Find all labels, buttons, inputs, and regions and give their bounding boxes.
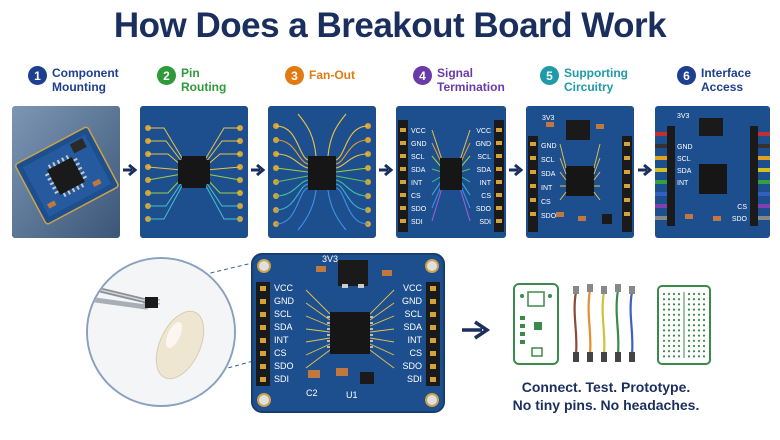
p4-left-pin-scl: SCL bbox=[411, 154, 425, 161]
tagline-line-1: Connect. Test. Prototype. bbox=[521, 379, 691, 395]
step-6-number: 6 bbox=[677, 66, 696, 85]
p4-right-pin-int: INT bbox=[480, 180, 492, 187]
step-arrow-2-icon bbox=[251, 163, 266, 177]
p6-right-pin-sdo: SDO bbox=[732, 216, 748, 223]
main-left-pin-gnd: GND bbox=[274, 296, 295, 306]
step-5-number: 5 bbox=[540, 66, 559, 85]
p4-right-pin-sda: SDA bbox=[477, 167, 492, 174]
main-right-pin-vcc: VCC bbox=[403, 283, 423, 293]
step-2-text: Pin Routing bbox=[181, 66, 227, 94]
p6-label-3v3: 3V3 bbox=[677, 113, 690, 120]
p5-left-pin-cs: CS bbox=[541, 199, 551, 206]
main-right-pin-cs: CS bbox=[409, 348, 422, 358]
step-4-text: Signal Termination bbox=[437, 66, 505, 94]
tagline-line-2: No tiny pins. No headaches. bbox=[512, 397, 700, 413]
step-5-label: 5 Supporting Circuitry bbox=[540, 66, 628, 94]
step-4-label: 4 Signal Termination bbox=[413, 66, 505, 94]
main-left-pin-sdi: SDI bbox=[274, 374, 289, 384]
main-left-pin-int: INT bbox=[274, 335, 289, 345]
step-3-label: 3 Fan-Out bbox=[285, 66, 355, 85]
step-6-text: Interface Access bbox=[701, 66, 752, 94]
main-label-u1: U1 bbox=[346, 390, 358, 400]
tiny-chip-icon bbox=[145, 297, 158, 308]
breakout-outline-icon bbox=[513, 283, 559, 365]
step-arrow-4-icon bbox=[509, 163, 524, 177]
step-3-text: Fan-Out bbox=[309, 68, 355, 82]
p4-left-pin-cs: CS bbox=[411, 193, 421, 200]
step-arrow-5-icon bbox=[638, 163, 653, 177]
panel-pin-routing bbox=[140, 106, 248, 238]
p4-right-pin-sdo: SDO bbox=[476, 206, 492, 213]
main-left-pin-cs: CS bbox=[274, 348, 287, 358]
main-label-c2: C2 bbox=[306, 388, 318, 398]
main-right-pin-sdi: SDI bbox=[407, 374, 422, 384]
step-5-text: Supporting Circuitry bbox=[564, 66, 628, 94]
zoom-tiny-chip-circle bbox=[86, 257, 236, 407]
main-right-pin-sda: SDA bbox=[403, 322, 422, 332]
p4-right-pin-cs: CS bbox=[481, 193, 491, 200]
p6-left-pin-gnd: GND bbox=[677, 144, 693, 151]
p4-left-pin-sdi: SDI bbox=[411, 219, 423, 226]
p4-left-pin-gnd: GND bbox=[411, 141, 427, 148]
panel-supporting-circuitry: 3V3 GND SCL SDA INT CS SDO bbox=[526, 106, 634, 238]
p6-left-pin-int: INT bbox=[677, 180, 689, 187]
main-right-pin-int: INT bbox=[408, 335, 423, 345]
step-6-label: 6 Interface Access bbox=[677, 66, 751, 94]
step-arrow-1-icon bbox=[123, 163, 138, 177]
p4-right-pin-sdi: SDI bbox=[479, 219, 491, 226]
main-left-pin-sdo: SDO bbox=[274, 361, 294, 371]
step-2-number: 2 bbox=[157, 66, 176, 85]
main-right-pin-scl: SCL bbox=[404, 309, 422, 319]
main-left-pin-sda: SDA bbox=[274, 322, 293, 332]
p5-left-pin-int: INT bbox=[541, 185, 553, 192]
main-label-3v3: 3V3 bbox=[322, 254, 338, 264]
p4-right-pin-scl: SCL bbox=[477, 154, 491, 161]
p5-left-pin-sda: SDA bbox=[541, 171, 556, 178]
breadboard-icon bbox=[657, 285, 711, 365]
p6-left-pin-scl: SCL bbox=[677, 156, 691, 163]
panel-interface-access: 3V3 GND SCL SDA INT CS SDO bbox=[655, 106, 770, 238]
step-1-label: 1 Component Mounting bbox=[28, 66, 119, 94]
main-left-pin-scl: SCL bbox=[274, 309, 292, 319]
p4-right-pin-gnd: GND bbox=[475, 141, 491, 148]
p5-left-pin-sdo: SDO bbox=[541, 213, 557, 220]
p6-left-pin-sda: SDA bbox=[677, 168, 692, 175]
step-4-number: 4 bbox=[413, 66, 432, 85]
p5-left-pin-gnd: GND bbox=[541, 143, 557, 150]
main-right-pin-sdo: SDO bbox=[402, 361, 422, 371]
step-arrow-3-icon bbox=[379, 163, 394, 177]
p5-label-3v3: 3V3 bbox=[542, 115, 555, 122]
step-2-label: 2 Pin Routing bbox=[157, 66, 226, 94]
main-right-pin-gnd: GND bbox=[402, 296, 423, 306]
rice-grain-icon bbox=[155, 310, 205, 380]
step-3-number: 3 bbox=[285, 66, 304, 85]
p4-left-pin-vcc: VCC bbox=[411, 128, 426, 135]
step-1-text: Component Mounting bbox=[52, 66, 119, 94]
panel-fan-out bbox=[268, 106, 376, 238]
p4-right-pin-vcc: VCC bbox=[476, 128, 491, 135]
step-1-number: 1 bbox=[28, 66, 47, 85]
tagline: Connect. Test. Prototype. No tiny pins. … bbox=[506, 378, 706, 414]
p4-left-pin-int: INT bbox=[411, 180, 423, 187]
jumper-wires-icon bbox=[573, 284, 635, 362]
p6-right-pin-cs: CS bbox=[737, 204, 747, 211]
page-title: How Does a Breakout Board Work bbox=[113, 6, 667, 45]
breakout-board-main: 3V3 VCC GND SCL SDA INT CS SDO SDI VCC G… bbox=[251, 253, 445, 413]
p4-left-pin-sdo: SDO bbox=[411, 206, 427, 213]
p5-left-pin-scl: SCL bbox=[541, 157, 555, 164]
p4-left-pin-sda: SDA bbox=[411, 167, 426, 174]
panel-signal-termination: VCC GND SCL SDA INT CS SDO SDI VCC GND S… bbox=[396, 106, 506, 238]
main-left-pin-vcc: VCC bbox=[274, 283, 294, 293]
panel-component-mounting bbox=[12, 106, 120, 238]
result-arrow-icon bbox=[462, 320, 491, 340]
